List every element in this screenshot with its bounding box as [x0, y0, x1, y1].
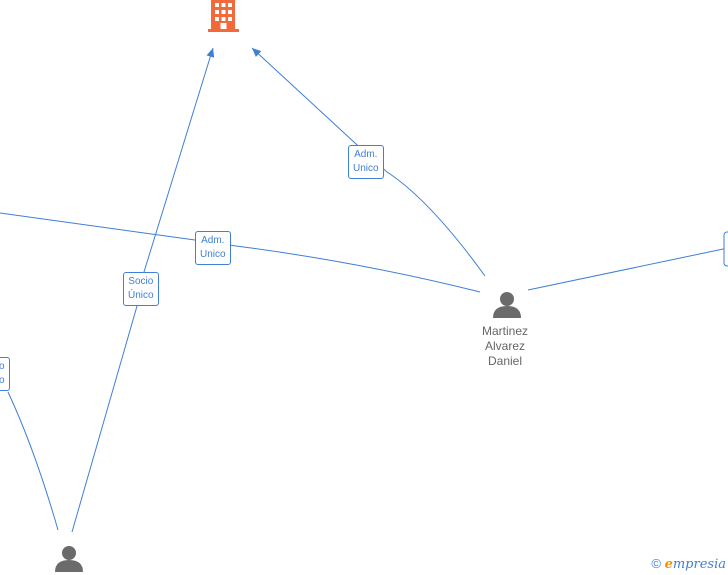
edge-label-line: Unico [353, 163, 379, 174]
footer-brand[interactable]: © empresia [651, 556, 726, 572]
person-name-line: Alvarez [484, 339, 525, 353]
person-name-line: Daniel [487, 354, 523, 368]
edge-label-line: Adm. [354, 149, 378, 160]
edge-label-partial-left[interactable]: o o [0, 357, 10, 391]
edge-right-offscreen [527, 247, 728, 291]
person-icon[interactable] [493, 292, 521, 318]
person-name-line: Martinez [481, 324, 528, 338]
person-icon[interactable] [55, 546, 83, 572]
edge-label-line: Único [128, 290, 154, 301]
edge-label-line: Unico [200, 249, 226, 260]
edge-label-adm-unico-right[interactable]: Adm. Unico [348, 145, 384, 179]
edge-label-adm-unico-left[interactable]: Adm. Unico [195, 231, 231, 265]
edge-partial-left [7, 391, 59, 531]
edge-adm-unico-left [0, 212, 481, 293]
edge-label-line: o [0, 361, 5, 372]
edge-label-socio-unico[interactable]: Socio Único [123, 272, 159, 306]
brand-logo-initial: e [664, 557, 673, 572]
edge-label-offscreen [723, 231, 728, 267]
copyright-icon: © [651, 556, 661, 571]
edge-label-line: o [0, 375, 5, 386]
building-icon[interactable] [208, 0, 239, 32]
person-name-main[interactable]: Martinez Alvarez Daniel [465, 324, 545, 369]
edge-adm-unico-right [251, 47, 486, 277]
brand-logo-text: mpresia [672, 557, 726, 572]
edge-label-line: Socio [128, 276, 154, 287]
edge-label-line: Adm. [201, 235, 225, 246]
